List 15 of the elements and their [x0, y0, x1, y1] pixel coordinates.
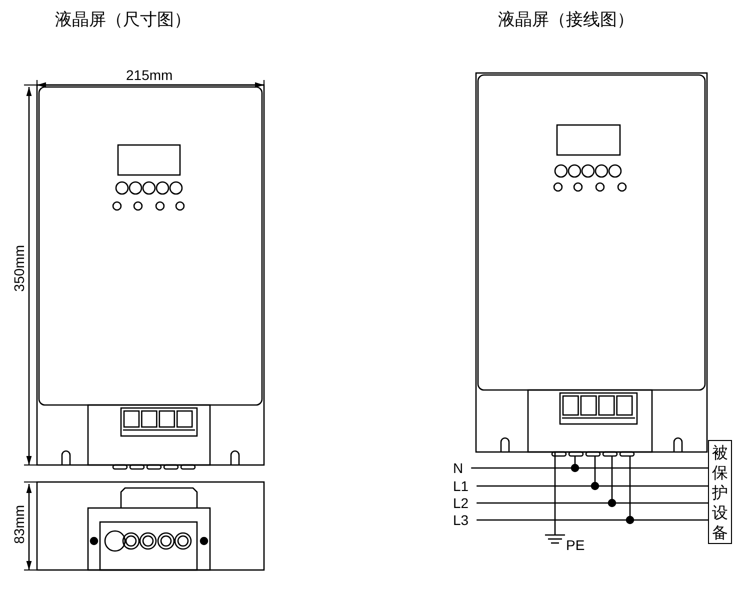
wire-label: N: [453, 461, 464, 475]
wire-label: L2: [453, 496, 469, 510]
dimension-text: 215mm: [124, 68, 175, 82]
dimension-text: 83mm: [12, 505, 26, 544]
wire: [476, 519, 708, 521]
view-title: 液晶屏（尺寸图）: [55, 12, 191, 29]
wire: [471, 467, 708, 469]
wire-label: L3: [453, 513, 469, 527]
view-title: 液晶屏（接线图）: [498, 12, 634, 29]
dimension-text: 350mm: [12, 245, 26, 292]
wire: [476, 502, 708, 504]
equipment-box: 被保护设备: [708, 440, 732, 544]
wire-label: L1: [453, 479, 469, 493]
terminal-label: PE: [566, 538, 585, 552]
wire: [476, 485, 708, 487]
